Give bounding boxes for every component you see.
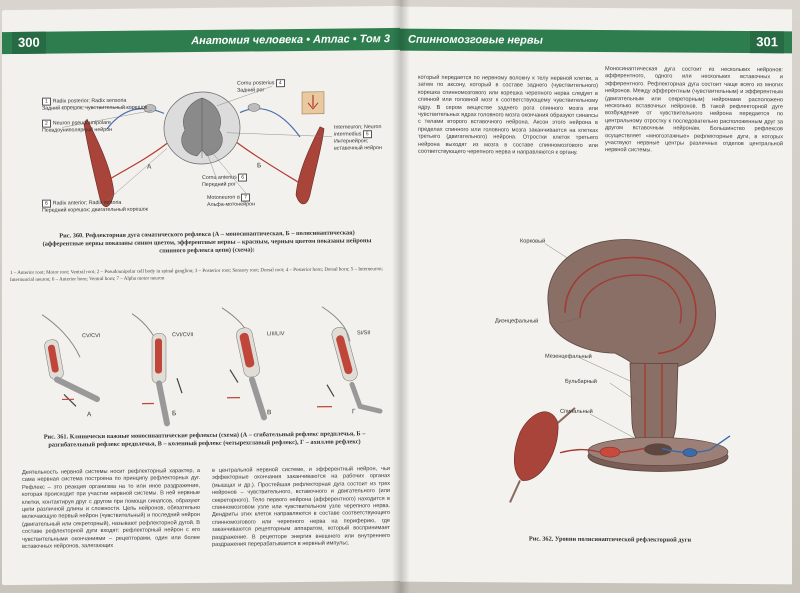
figure-360-caption-label: Рис. 360. — [59, 232, 84, 240]
label-6-right: Cornu anterius 6 Передний рог — [202, 173, 272, 188]
label-7: Motoneuron α 7 Альфа-мотонейрон — [207, 193, 255, 208]
right-body-column-1: который передается по нервному волокну к… — [418, 74, 598, 156]
level-cortical: Корковый — [520, 238, 546, 245]
left-body-column-2: в центральной нервной системе, и эфферен… — [212, 466, 390, 548]
segment-label-v: LIII/LIV — [267, 331, 285, 338]
left-page-header: 300 Анатомия человека • Атлас • Том 3 — [2, 27, 400, 55]
segment-label-a: CV/CVI — [82, 333, 101, 340]
figure-361-caption-label: Рис. 361. — [43, 433, 69, 441]
label-4-ru: Задний рог — [237, 87, 265, 94]
polysynaptic-arc-diagram — [509, 239, 731, 503]
left-body-column-1: Деятельность нервной системы носит рефле… — [22, 468, 200, 550]
label-5-ru: Интернейрон; вставочный нейрон — [334, 138, 382, 152]
figure-362-caption-label: Рис. 362. — [528, 535, 554, 543]
label-5: Interneuron; Neuron intermedius 5 Интерн… — [334, 124, 382, 152]
right-running-title: Спинномозговые нервы — [408, 33, 543, 47]
figure-362-caption: Рис. 362. Уровни полисинаптической рефле… — [480, 535, 740, 545]
label-1-latin: Radix posterior; Radix sensoria — [52, 97, 127, 105]
figure-360-caption-text: Рефлекторная дуга соматического рефлекса… — [42, 229, 372, 255]
figure-361-letter-a: А — [87, 411, 92, 419]
figure-360-letter-a: А — [147, 163, 152, 171]
label-4: Cornu posterius 4 Задний рог — [237, 79, 307, 94]
right-page: Спинномозговые нервы 301 который передае… — [400, 6, 792, 585]
figure-362-caption-text: Уровни полисинаптической рефлекторной ду… — [554, 535, 692, 544]
label-1-ru: Задний корешок; чувствительный корешок — [42, 104, 148, 112]
label-7-latin: Motoneuron α — [207, 194, 240, 201]
book-spine — [392, 0, 410, 593]
label-2-latin: Neuron pseudounipolare — [52, 119, 111, 127]
figure-361-letter-g: Г — [352, 408, 356, 416]
label-4-latin: Cornu posterius — [237, 80, 275, 87]
figure-362: Корковый Диэнцефальный Мезенцефальный Бу… — [400, 222, 792, 525]
figure-361-caption: Рис. 361. Клинически важные моносинаптич… — [32, 430, 377, 450]
figure-360-english: 1 – Anterior root; Motor root; Ventral r… — [10, 267, 383, 284]
label-2-ru: Псевдоуниполярный нейрон — [42, 126, 113, 134]
figure-360-letter-b: Б — [257, 162, 262, 170]
right-page-number: 301 — [750, 31, 784, 54]
right-body-column-2: Моносинаптическая дуга состоит из нескол… — [605, 66, 783, 154]
figure-361-letter-b: Б — [172, 410, 177, 418]
figure-361: CV/CVI CVI/CVII LIII/LIV SI/SII А Б В Г — [2, 296, 400, 430]
spinal-cord-diagram — [61, 86, 333, 207]
left-running-title: Анатомия человека • Атлас • Том 3 — [191, 33, 390, 48]
level-bulbar: Бульбарный — [565, 378, 597, 386]
level-mesencephalic: Мезенцефальный — [545, 353, 592, 360]
figure-360-caption: Рис. 360. Рефлекторная дуга соматическог… — [42, 229, 372, 256]
left-page: 300 Анатомия человека • Атлас • Том 3 — [2, 5, 400, 586]
left-page-number: 300 — [12, 31, 46, 54]
level-diencephalic: Диэнцефальный — [495, 318, 539, 325]
label-5-latin: Interneuron; Neuron intermedius — [334, 124, 382, 139]
label-6-left-latin: Radix anterior; Radix motoria — [52, 199, 122, 207]
level-spinal: Спинальный — [560, 408, 593, 415]
label-7-ru: Альфа-мотонейрон — [207, 201, 255, 208]
figure-361-caption-text: Клинически важные моносинаптические рефл… — [48, 430, 366, 449]
reflex-limbs-diagram — [41, 306, 383, 427]
right-page-header: Спинномозговые нервы 301 — [400, 28, 792, 54]
segment-label-g: SI/SII — [357, 330, 371, 337]
label-6-right-latin: Cornu anterius — [202, 174, 237, 181]
label-6-left-ru: Передний корешок; двигательный корешок — [42, 206, 148, 214]
segment-label-b: CVI/CVII — [172, 332, 194, 339]
figure-361-letter-v: В — [267, 409, 272, 417]
label-6-right-ru: Передний рог — [202, 181, 236, 188]
